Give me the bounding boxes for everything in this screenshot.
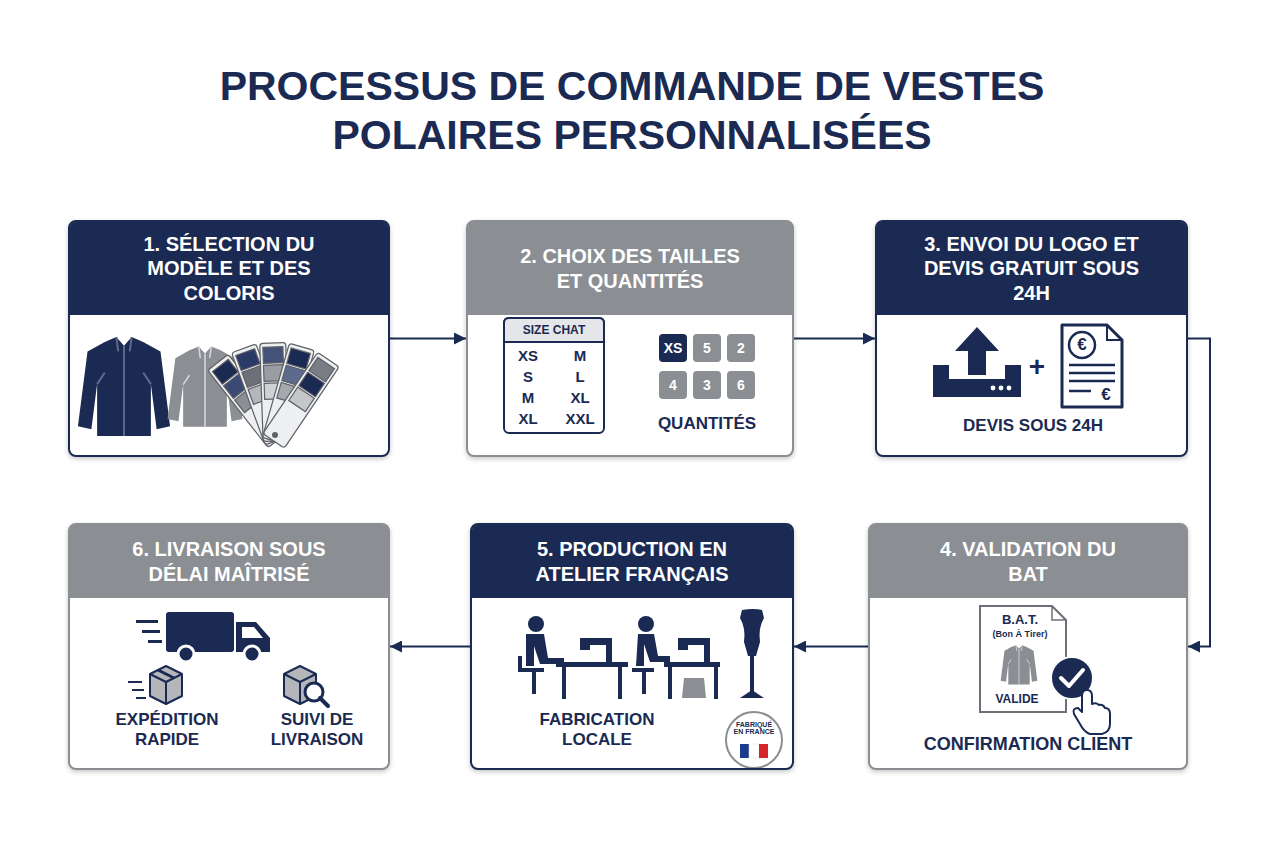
- illustration-label: SIZE CHAT: [506, 319, 602, 341]
- step-body: FABRICATION LOCALE FABRIQUÉ EN FRANCE: [472, 598, 792, 768]
- step-heading: 6. LIVRAISON SOUS DÉLAI MAÎTRISÉ: [124, 537, 334, 586]
- step-heading: 5. PRODUCTION EN ATELIER FRANÇAIS: [527, 537, 737, 586]
- illustration-label: 5: [693, 334, 721, 362]
- illustration-label: (Bon À Tirer): [982, 629, 1058, 641]
- diagram-title: PROCESSUS DE COMMANDE DE VESTES POLAIRES…: [182, 62, 1082, 160]
- process-step-box: 6. LIVRAISON SOUS DÉLAI MAÎTRISÉ EXPÉDIT…: [68, 523, 390, 770]
- jackets-swatches-illustration: [70, 315, 388, 455]
- illustration-label: VALIDE: [987, 691, 1047, 707]
- illustration-label: L: [558, 367, 602, 387]
- illustration-label: 6: [727, 371, 755, 399]
- step-body: DEVIS SOUS 24H + € €: [877, 315, 1186, 455]
- step-body: CONFIRMATION CLIENT B.A.T.(Bon À Tirer) VA…: [870, 598, 1186, 768]
- step-heading: 3. ENVOI DU LOGO ET DEVIS GRATUIT SOUS 2…: [912, 232, 1152, 305]
- illustration-label: XS: [506, 346, 550, 366]
- illustration-label: XL: [506, 409, 550, 429]
- step-caption: DEVIS SOUS 24H: [903, 416, 1163, 436]
- step-header: 3. ENVOI DU LOGO ET DEVIS GRATUIT SOUS 2…: [877, 222, 1186, 315]
- process-step-box: 1. SÉLECTION DU MODÈLE ET DES COLORIS: [68, 220, 390, 457]
- step-header: 5. PRODUCTION EN ATELIER FRANÇAIS: [472, 525, 792, 598]
- step-heading: 4. VALIDATION DU BAT: [938, 537, 1118, 586]
- flow-arrow: [794, 338, 875, 340]
- flow-arrow: [1188, 339, 1210, 647]
- workshop-illustration: [472, 598, 792, 768]
- illustration-label: €: [1072, 335, 1092, 355]
- step-heading: 2. CHOIX DES TAILLES ET QUANTITÉS: [505, 244, 755, 293]
- illustration-label: 4: [659, 371, 687, 399]
- illustration-label: 2: [727, 334, 755, 362]
- step-caption: EXPÉDITION RAPIDE: [102, 710, 232, 749]
- step-body: QUANTITÉSSIZE CHATXSMSLMXLXLXXLXS52436: [468, 315, 792, 455]
- illustration-label: XS: [659, 334, 687, 362]
- step-body: EXPÉDITION RAPIDE SUIVI DE LIVRAISON: [70, 598, 388, 768]
- step-header: 2. CHOIX DES TAILLES ET QUANTITÉS: [468, 222, 792, 315]
- process-step-box: 2. CHOIX DES TAILLES ET QUANTITÉS QUANTI…: [466, 220, 794, 457]
- illustration-label: B.A.T.: [985, 612, 1055, 628]
- illustration-label: €: [1095, 385, 1117, 405]
- illustration-label: FABRIQUÉ EN FRANCE: [731, 716, 777, 740]
- step-header: 1. SÉLECTION DU MODÈLE ET DES COLORIS: [70, 222, 388, 315]
- step-caption: SUIVI DE LIVRAISON: [252, 710, 382, 749]
- illustration-label: +: [1024, 351, 1050, 383]
- illustration-label: XL: [558, 388, 602, 408]
- flow-arrow: [390, 646, 470, 648]
- step-heading: 1. SÉLECTION DU MODÈLE ET DES COLORIS: [119, 232, 339, 305]
- process-step-box: 3. ENVOI DU LOGO ET DEVIS GRATUIT SOUS 2…: [875, 220, 1188, 457]
- illustration-label: M: [506, 388, 550, 408]
- flow-arrow: [794, 646, 868, 648]
- process-step-box: 5. PRODUCTION EN ATELIER FRANÇAIS FABRIC…: [470, 523, 794, 770]
- step-caption: CONFIRMATION CLIENT: [878, 734, 1178, 755]
- illustration-label: 3: [693, 371, 721, 399]
- step-caption: FABRICATION LOCALE: [512, 710, 682, 749]
- process-step-box: 4. VALIDATION DU BAT CONFIRMATION CLIENT…: [868, 523, 1188, 770]
- illustration-label: S: [506, 367, 550, 387]
- step-body: [70, 315, 388, 455]
- step-caption: QUANTITÉS: [642, 414, 772, 434]
- flow-arrow: [390, 338, 466, 340]
- illustration-label: XXL: [558, 409, 602, 429]
- illustration-label: M: [558, 346, 602, 366]
- step-header: 4. VALIDATION DU BAT: [870, 525, 1186, 598]
- step-header: 6. LIVRAISON SOUS DÉLAI MAÎTRISÉ: [70, 525, 388, 598]
